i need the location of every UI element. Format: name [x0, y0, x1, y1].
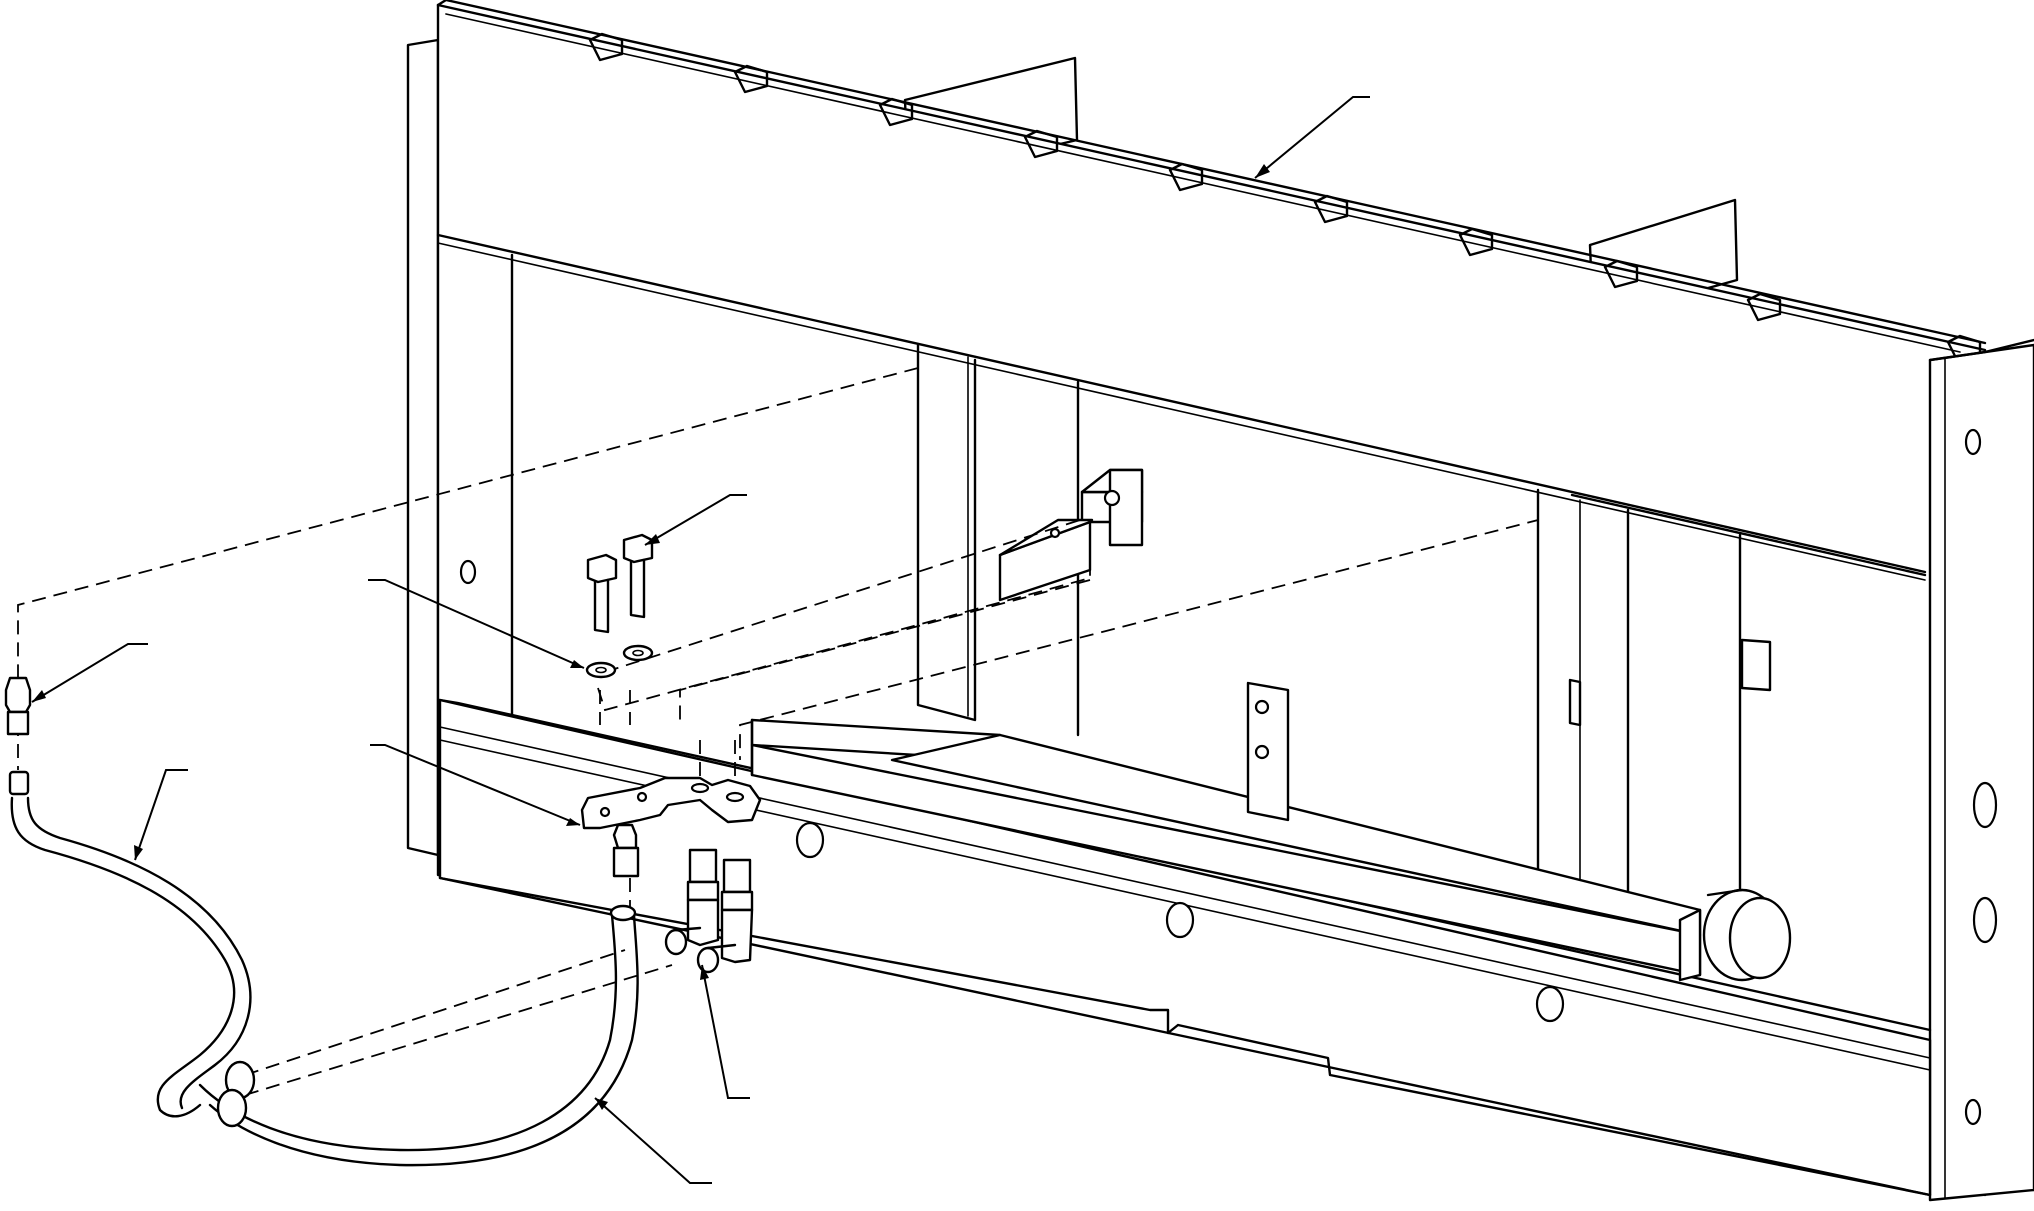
bulkhead-fitting [612, 823, 640, 878]
cross-beam [750, 681, 1792, 982]
bulkhead-bracket [580, 776, 762, 830]
callout-leaders [31, 96, 1370, 1184]
bolt-left [586, 553, 618, 634]
explosion-lines [17, 367, 1539, 1096]
hose-end-fittings [216, 1060, 256, 1128]
bolt-right [622, 533, 654, 619]
hose-left [10, 796, 252, 1118]
hose-bottom [198, 904, 639, 1167]
washers [585, 644, 654, 679]
quick-coupler-left [4, 676, 32, 796]
